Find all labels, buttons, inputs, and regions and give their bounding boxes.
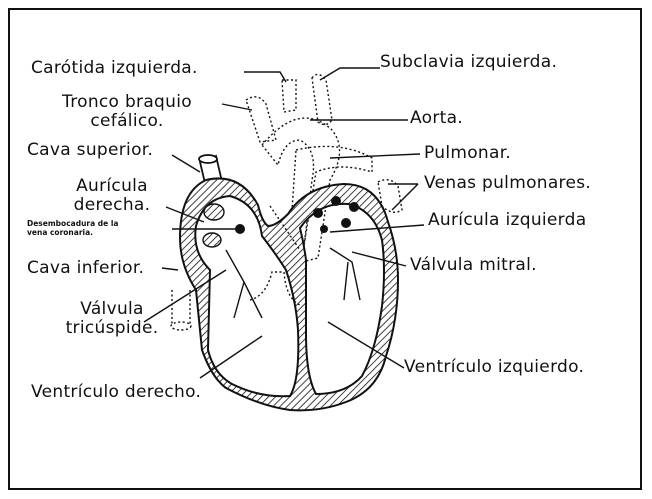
label-cava-inferior: Cava inferior. — [27, 259, 144, 278]
label-valvula-tricuspide-line-2: tricúspide. — [56, 319, 168, 338]
label-tronco-line-1: Tronco braquio — [46, 93, 208, 112]
label-auricula-derecha-line-2: derecha. — [56, 196, 168, 215]
subclavian-artery — [312, 74, 332, 124]
leader-tronco — [222, 104, 252, 110]
leader-pulmonar — [330, 154, 420, 158]
label-tronco-line-2: cefálico. — [46, 112, 208, 131]
right-atrium-detail — [203, 204, 245, 247]
label-desembocadura-vena-coronaria: Desembocadura de la vena coronaria. — [27, 220, 118, 237]
label-valvula-tricuspide-line-1: Válvula — [56, 300, 168, 319]
leader-subclavia — [320, 68, 380, 80]
label-auricula-izquierda: Aurícula izquierda — [428, 211, 586, 230]
label-cava-superior: Cava superior. — [27, 141, 153, 160]
label-subclavia-izquierda: Subclavia izquierda. — [380, 53, 557, 72]
label-ventriculo-izquierdo: Ventrículo izquierdo. — [404, 358, 584, 377]
label-valvula-tricuspide: Válvula tricúspide. — [56, 300, 168, 338]
inferior-vena-cava — [171, 290, 191, 330]
label-ventriculo-derecho: Ventrículo derecho. — [31, 383, 201, 402]
carotid-artery — [282, 80, 296, 112]
label-aorta: Aorta. — [410, 109, 463, 128]
leader-mitral — [352, 252, 406, 266]
leader-cava-inferior — [162, 268, 178, 270]
label-tronco-braquiocefalico: Tronco braquio cefálico. — [46, 93, 208, 131]
label-valvula-mitral: Válvula mitral. — [410, 256, 537, 275]
label-carotida-izquierda: Carótida izquierda. — [31, 59, 198, 78]
leader-cava-superior — [172, 155, 200, 172]
label-auricula-derecha-line-1: Aurícula — [56, 177, 168, 196]
label-auricula-derecha: Aurícula derecha. — [56, 177, 168, 215]
label-desembocadura-line-2: vena coronaria. — [27, 229, 118, 238]
label-pulmonar: Pulmonar. — [424, 144, 511, 163]
leader-carotida — [244, 72, 286, 82]
leader-venas-2 — [392, 184, 418, 210]
label-venas-pulmonares: Venas pulmonares. — [424, 174, 591, 193]
